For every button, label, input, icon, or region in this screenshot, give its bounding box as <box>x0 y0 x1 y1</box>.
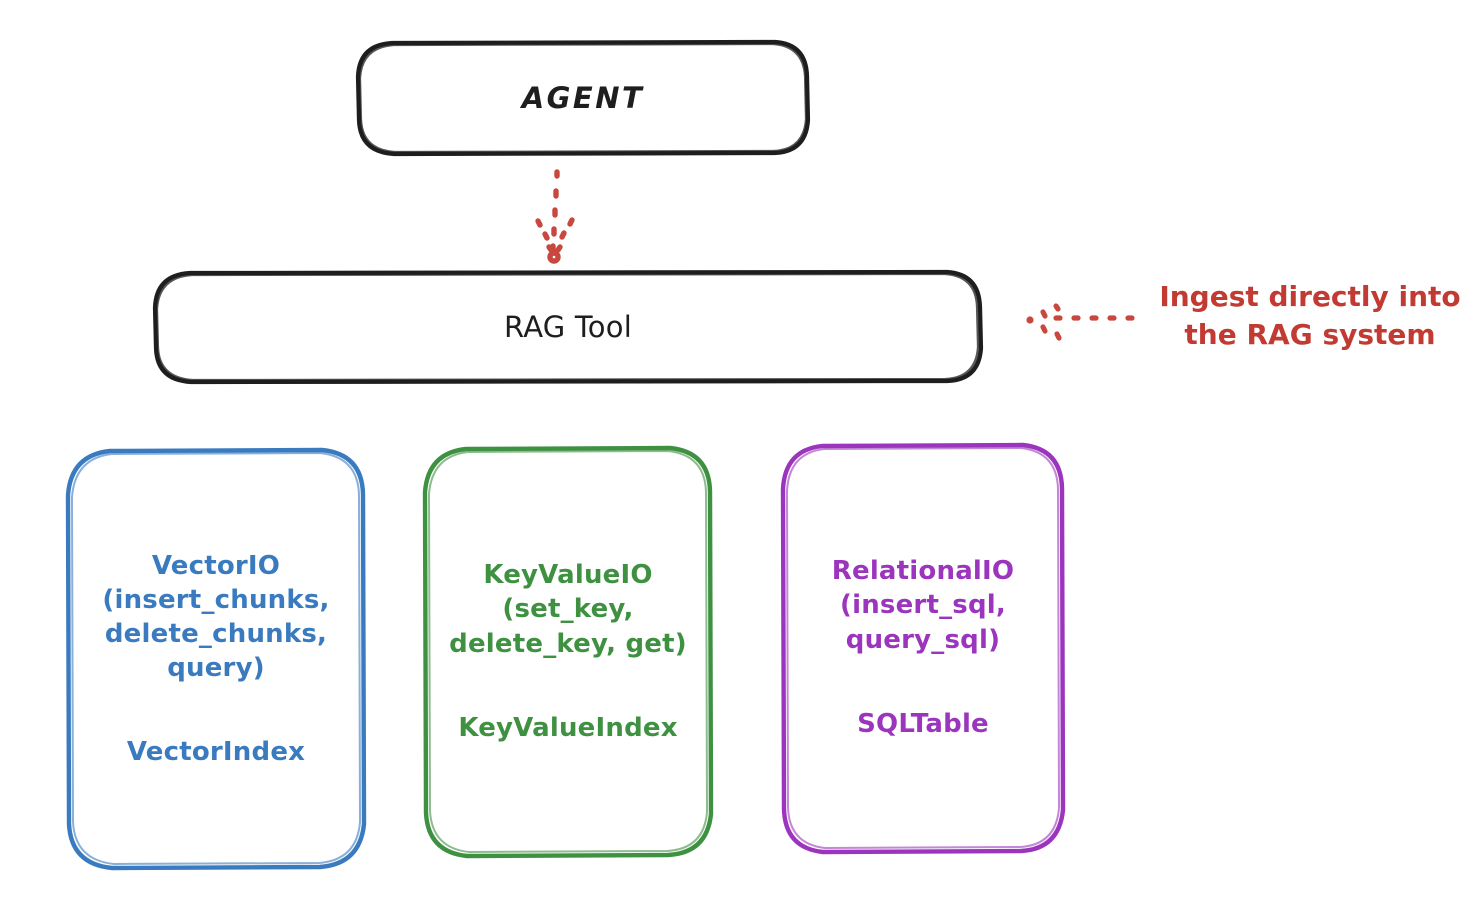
rag-tool-box-label: RAG Tool <box>504 309 632 344</box>
ingest-annotation-text: Ingest directly into the RAG system <box>1159 280 1461 351</box>
vector-io-api-label: VectorIO (insert_chunks, delete_chunks, … <box>102 550 330 684</box>
key-value-io-card-label: KeyValueIO (set_key, delete_key, get) Ke… <box>425 448 711 855</box>
vector-index-label: VectorIndex <box>126 737 306 768</box>
ingest-arrow-icon <box>1026 303 1135 341</box>
relational-io-card-label: RelationalIO (insert_sql, query_sql) SQL… <box>783 445 1063 850</box>
relational-io-api-label: RelationalIO (insert_sql, query_sql) <box>831 556 1015 655</box>
key-value-io-api-label: KeyValueIO (set_key, delete_key, get) <box>449 560 687 659</box>
key-value-index-label: KeyValueIndex <box>458 712 678 743</box>
sql-table-label: SQLTable <box>857 708 989 739</box>
vector-io-card-label: VectorIO (insert_chunks, delete_chunks, … <box>68 450 364 868</box>
agent-box-label: AGENT <box>521 80 645 115</box>
agent-to-rag-connector-icon <box>535 169 575 264</box>
